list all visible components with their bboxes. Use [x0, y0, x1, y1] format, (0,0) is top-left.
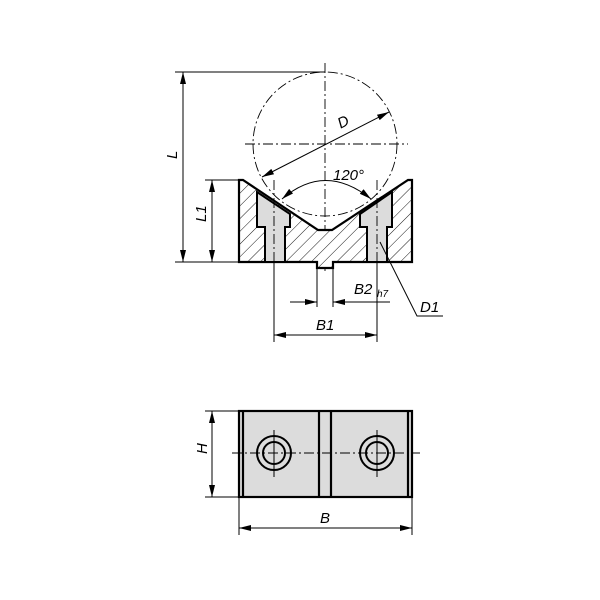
label-B2: B2 [354, 281, 373, 298]
section-view: L L1 D 120° B2 h7 B1 D1 [164, 63, 443, 342]
label-L: L [164, 151, 181, 159]
top-view: H B [194, 409, 420, 535]
counterbore-right [359, 190, 393, 263]
label-angle: 120° [333, 167, 364, 184]
label-D1: D1 [420, 299, 439, 316]
label-H: H [194, 443, 211, 454]
angle-arc [281, 180, 372, 200]
label-D: D [335, 112, 353, 132]
hole-right [359, 430, 395, 477]
dimension-D [261, 111, 390, 178]
label-B: B [320, 510, 330, 527]
hole-left [256, 430, 292, 477]
label-B1: B1 [316, 317, 334, 334]
label-L1: L1 [193, 205, 210, 222]
counterbore-left [256, 190, 291, 263]
block-top [237, 409, 414, 499]
leader-D1 [379, 241, 443, 317]
label-B2-tolerance: h7 [377, 289, 389, 300]
